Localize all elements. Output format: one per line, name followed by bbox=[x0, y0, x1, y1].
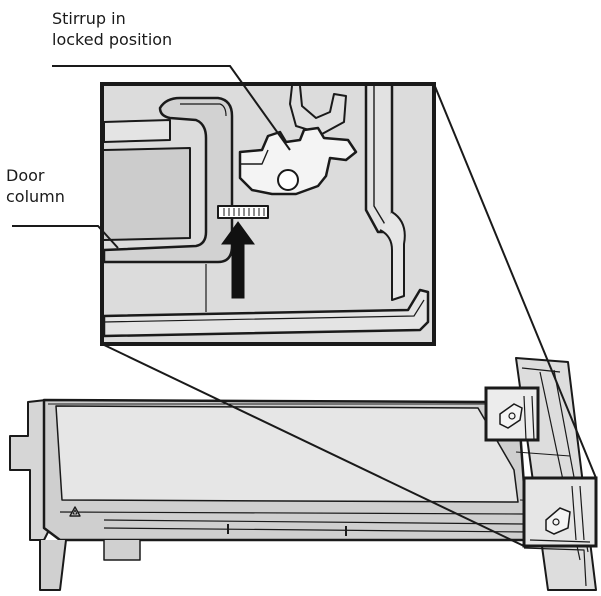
latch-spring bbox=[217, 205, 269, 219]
stirrup-leader bbox=[52, 65, 291, 151]
stirrup-label-line2: locked position bbox=[52, 30, 173, 49]
zoom-lines bbox=[101, 83, 597, 547]
up-arrow-icon bbox=[221, 221, 255, 299]
door-trim bbox=[59, 511, 531, 533]
warning-triangle-icon bbox=[69, 506, 81, 517]
detail-panel bbox=[100, 82, 436, 346]
callout-box-small bbox=[484, 386, 540, 442]
hinge-post bbox=[364, 86, 394, 234]
door-panel bbox=[55, 405, 519, 503]
stirrup-pin bbox=[277, 169, 299, 191]
door-column-label: Door column bbox=[6, 165, 65, 207]
door-column-label-line1: Door bbox=[6, 166, 45, 185]
stirrup-label-line1: Stirrup in bbox=[52, 9, 126, 28]
stirrup-label: Stirrup in locked position bbox=[52, 8, 172, 50]
door-assembly bbox=[9, 398, 531, 591]
door-column-part bbox=[104, 96, 234, 264]
stirrup bbox=[238, 126, 358, 196]
leader-lines bbox=[12, 65, 291, 249]
door-leg-left bbox=[39, 539, 67, 591]
door-column-label-line2: column bbox=[6, 187, 65, 206]
callout-box-source bbox=[522, 476, 598, 548]
door-column-leader bbox=[12, 225, 119, 249]
bottom-rail bbox=[104, 288, 430, 338]
door-leg-right bbox=[103, 540, 141, 561]
